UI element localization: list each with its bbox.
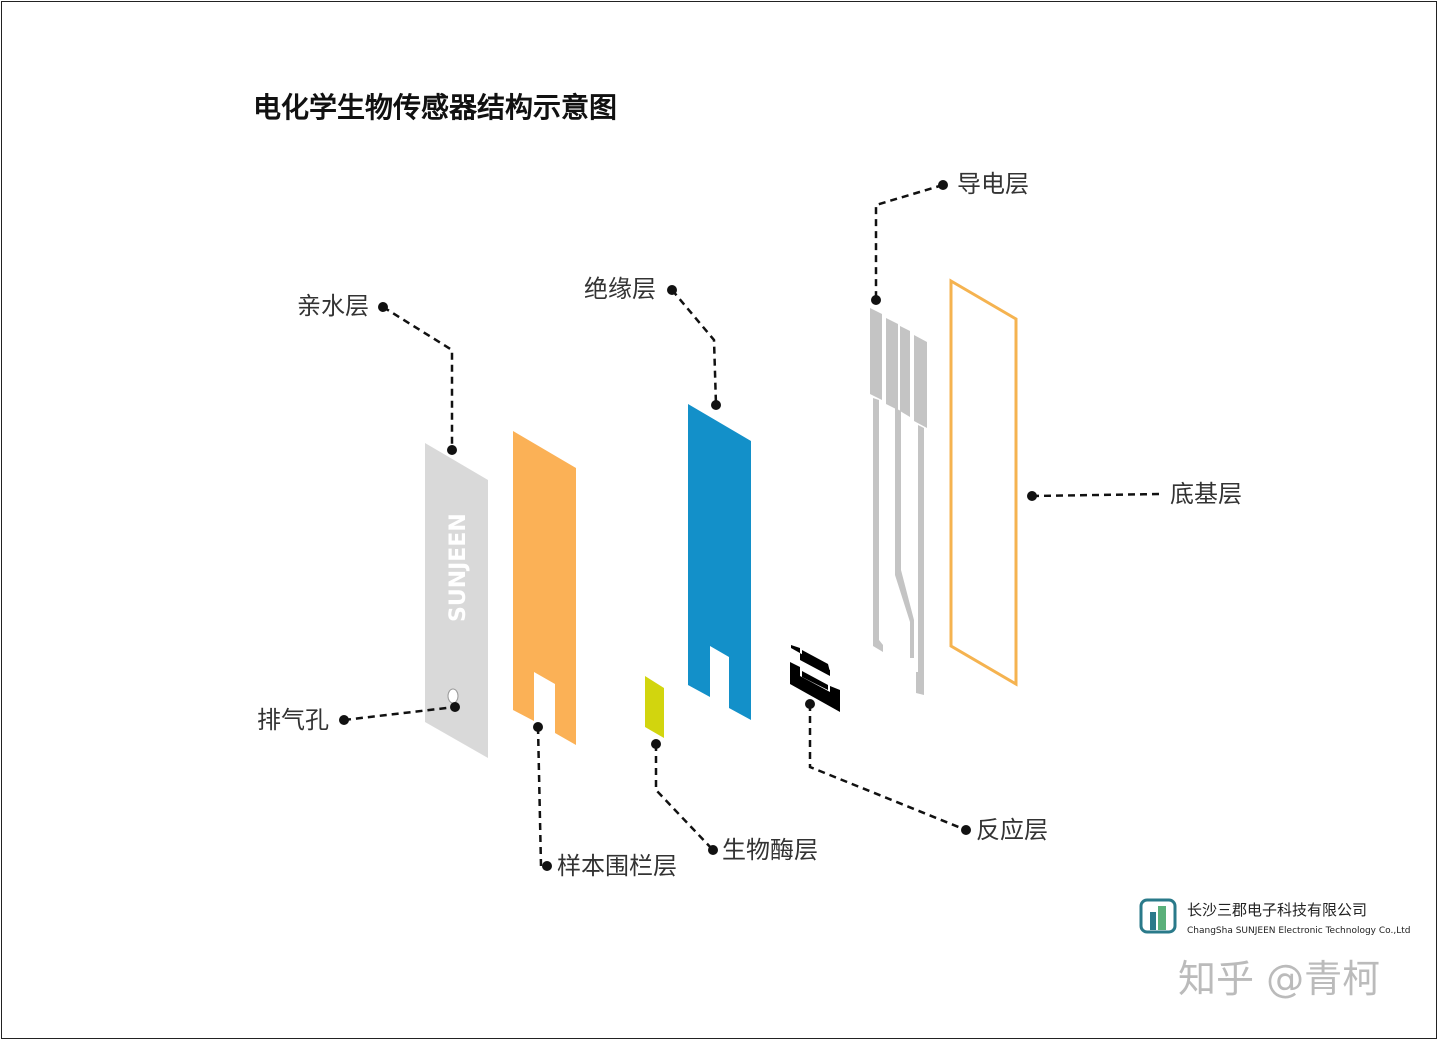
company-name-cn: 长沙三郡电子科技有限公司: [1187, 901, 1367, 919]
strip-brand-text: SUNJEEN: [446, 513, 471, 622]
reaction-layer: [790, 645, 840, 712]
insulation-layer: [688, 404, 751, 720]
vent-hole: [447, 688, 459, 704]
logo-mark-icon: [1139, 898, 1177, 934]
label-conductive-layer: 导电层: [957, 170, 1029, 198]
label-hydrophilic-layer: 亲水层: [297, 292, 369, 320]
company-name-en: ChangSha SUNJEEN Electronic Technology C…: [1187, 926, 1410, 936]
watermark: 知乎 @青柯: [1178, 957, 1380, 1001]
sample-fence-layer: [513, 431, 576, 745]
label-reaction-layer: 反应层: [976, 816, 1048, 844]
conductive-layer: [870, 308, 927, 695]
label-insulation-layer: 绝缘层: [584, 275, 656, 303]
substrate-layer: [949, 278, 1018, 687]
label-vent-hole: 排气孔: [257, 706, 329, 734]
hydrophilic-layer: SUNJEEN: [425, 443, 488, 758]
label-substrate-layer: 底基层: [1170, 480, 1242, 508]
label-enzyme-layer: 生物酶层: [722, 836, 818, 864]
diagram-title: 电化学生物传感器结构示意图: [253, 91, 617, 124]
company-logo: 长沙三郡电子科技有限公司 ChangSha SUNJEEN Electronic…: [1139, 898, 1410, 936]
label-sample-fence-layer: 样本围栏层: [557, 852, 677, 880]
enzyme-layer: [645, 676, 664, 738]
